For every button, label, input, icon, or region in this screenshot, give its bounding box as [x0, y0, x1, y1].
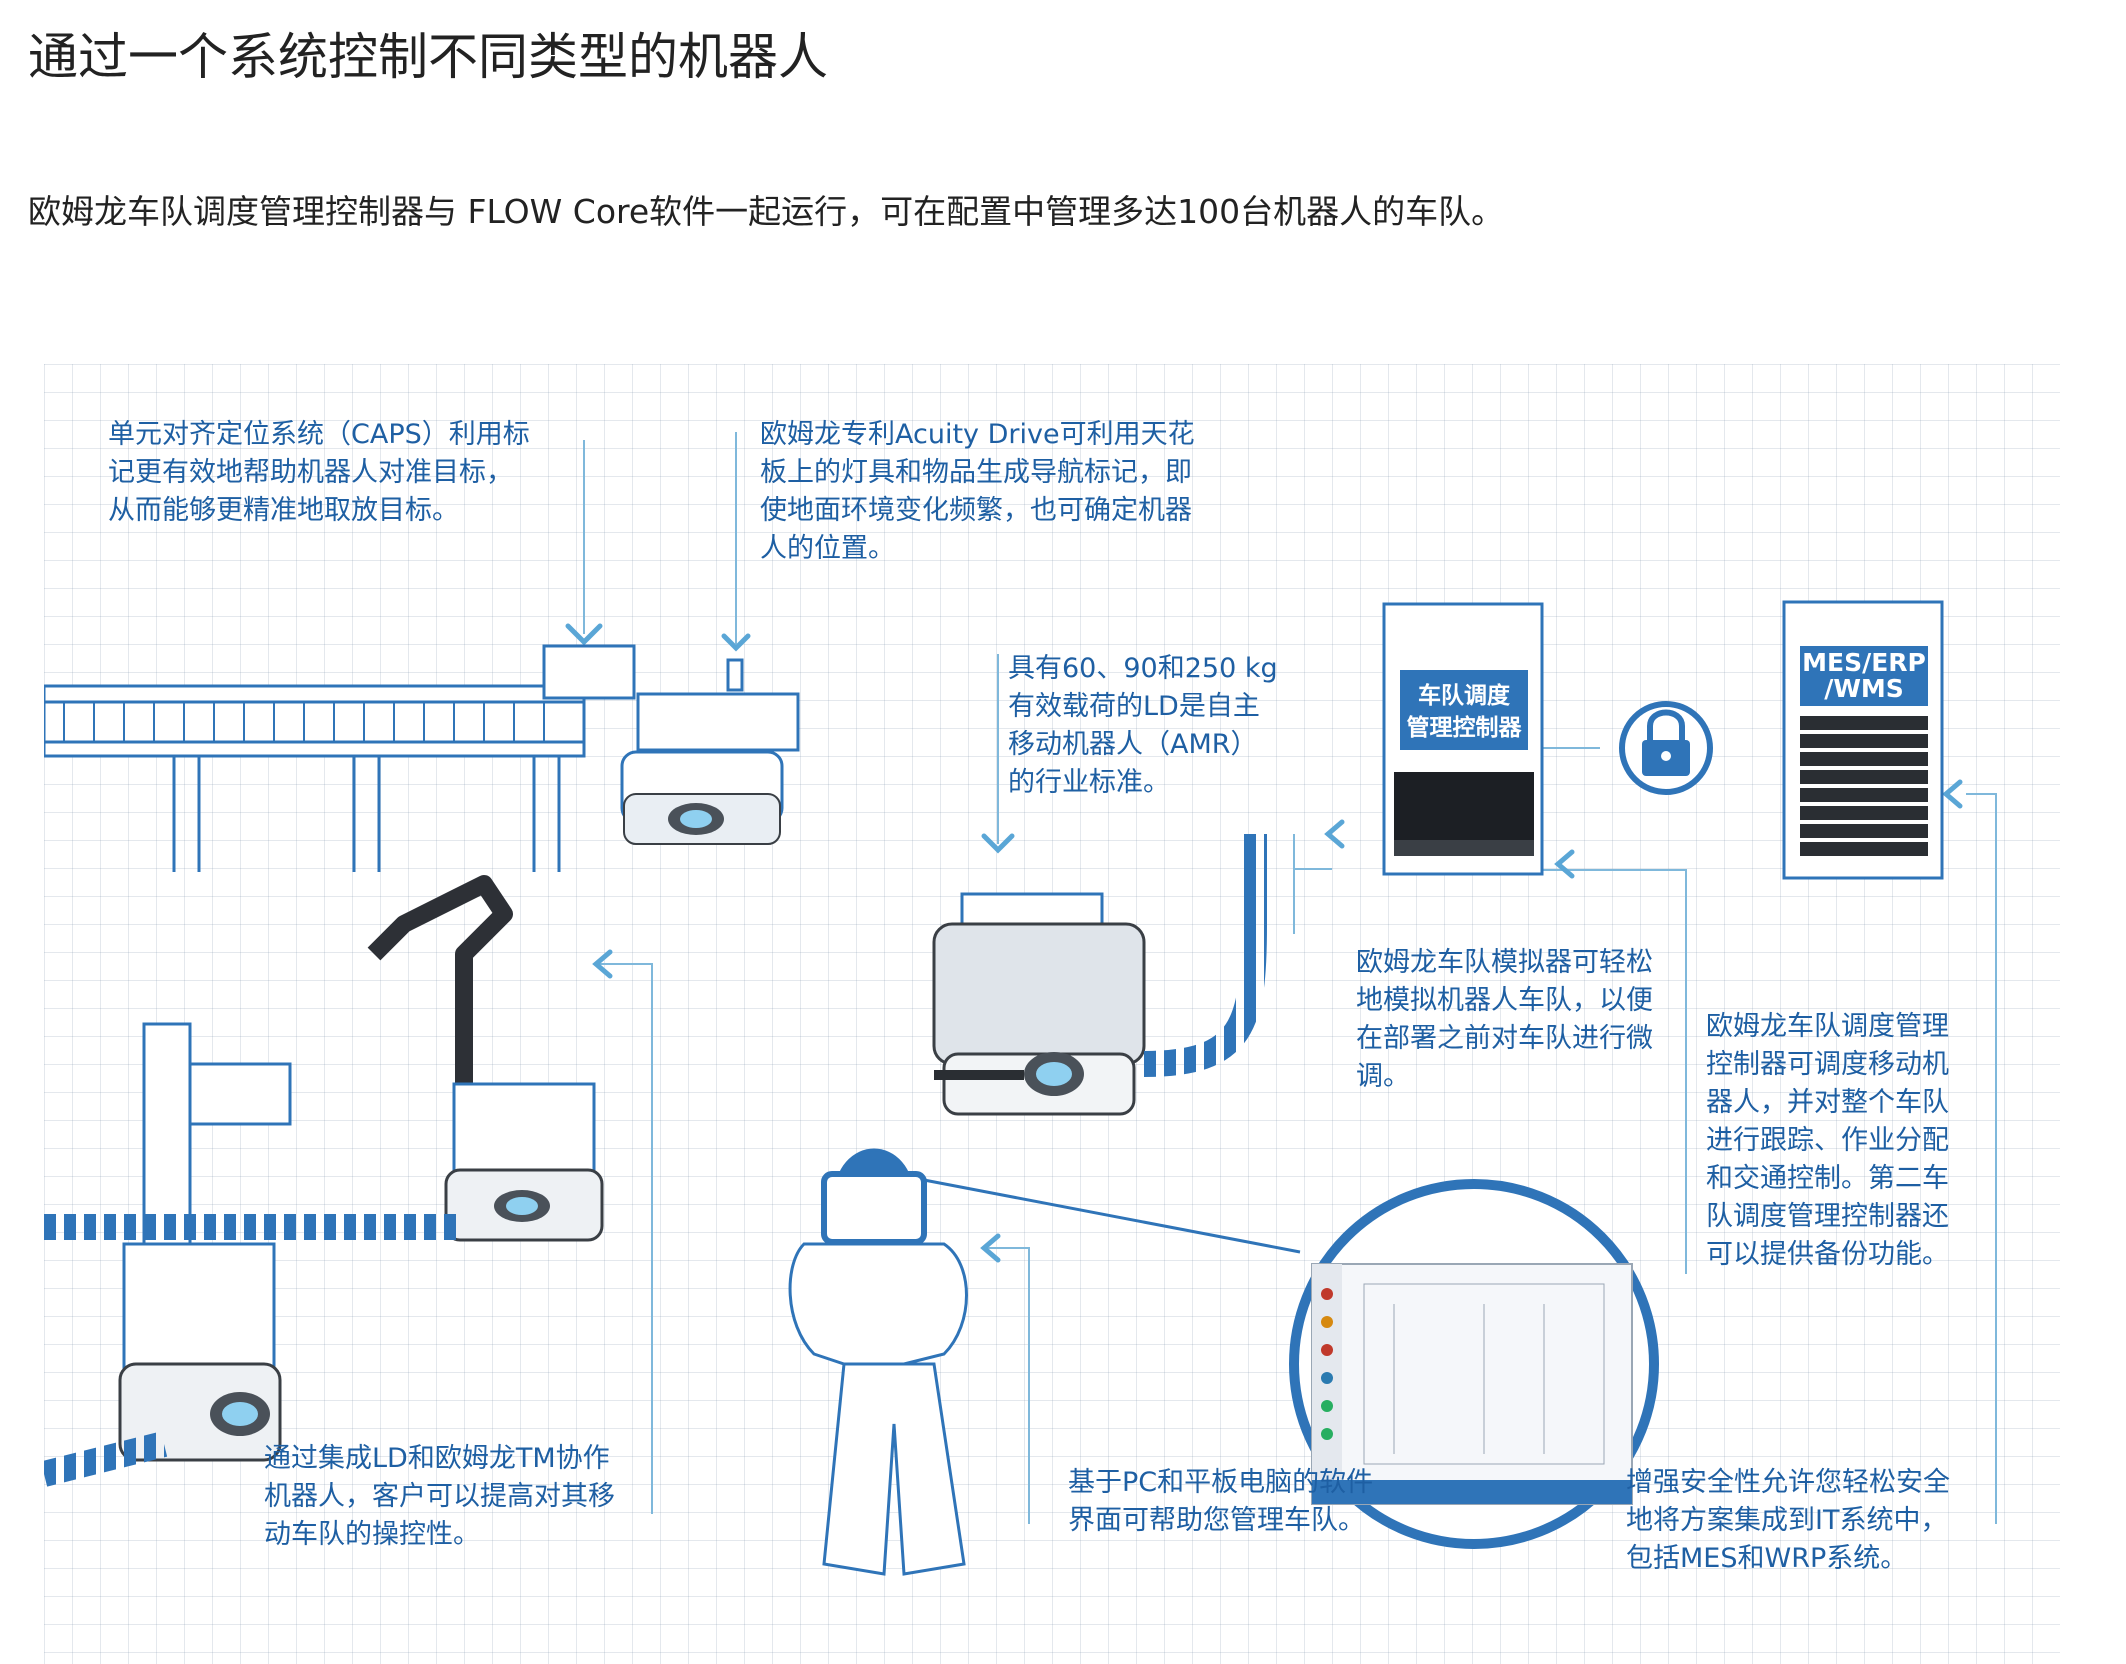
callout-ld-payload: 具有60、90和250 kg 有效载荷的LD是自主 移动机器人（AMR） 的行业… — [1008, 653, 1278, 798]
diagram-artwork — [44, 432, 1997, 1576]
operator-figure — [788, 1148, 968, 1576]
tablet-sight-line — [923, 1178, 1301, 1254]
callout-fleet-manager: 欧姆龙车队调度管理 控制器可调度移动机 器人，并对整个车队 进行跟踪、作业分配 … — [1706, 1011, 1949, 1270]
arrows — [565, 623, 1963, 1263]
callout-caps: 单元对齐定位系统（CAPS）利用标 记更有效地帮助机器人对准目标， 从而能够更精… — [108, 419, 530, 526]
callout-pc-tablet: 基于PC和平板电脑的软件 界面可帮助您管理车队。 — [1068, 1467, 1374, 1536]
left-chevron-icon — [1554, 849, 1575, 879]
down-arrow-icon — [565, 623, 603, 646]
padlock-icon — [1619, 701, 1713, 795]
ld-robot-payload — [932, 892, 1146, 1116]
ui-zoom-circle — [1289, 1179, 1659, 1549]
callout-tm-cobot: 通过集成LD和欧姆龙TM协作 机器人，客户可以提高对其移 动车队的操控性。 — [264, 1443, 615, 1550]
path-stripe — [1143, 834, 1267, 1077]
left-chevron-icon — [592, 949, 613, 979]
intro-text: 欧姆龙车队调度管理控制器与 FLOW Core软件一起运行，可在配置中管理多达1… — [28, 192, 1505, 231]
conveyor — [44, 644, 800, 872]
mes-erp-wms-label: MES/ERP /WMS — [1802, 648, 1926, 703]
callout-security: 增强安全性允许您轻松安全 地将方案集成到IT系统中， 包括MES和WRP系统。 — [1626, 1467, 1950, 1574]
ld-robot-small — [620, 750, 784, 845]
fleet-controller-cabinet — [1382, 602, 1544, 876]
callout-acuity-drive: 欧姆龙专利Acuity Drive可利用天花 板上的灯具和物品生成导航标记，即 … — [760, 419, 1195, 564]
system-diagram: 车队调度 管理控制器 MES/ERP /WMS 单元对齐定位系统（CAPS）利用… — [44, 364, 2060, 1664]
path-stripe — [44, 1214, 464, 1240]
left-chevron-icon — [1324, 819, 1345, 849]
page-title: 通过一个系统控制不同类型的机器人 — [28, 28, 828, 86]
callout-fleet-simulator: 欧姆龙车队模拟器可轻松 地模拟机器人车队，以便 在部署之前对车队进行微 调。 — [1356, 947, 1653, 1092]
left-chevron-icon — [1942, 779, 1963, 809]
tall-lift-robot — [118, 1022, 292, 1462]
mes-server-rack — [1782, 600, 1944, 880]
path-stripe — [44, 1431, 168, 1487]
tm-cobot-robot — [367, 875, 604, 1242]
controller-label: 车队调度 管理控制器 — [1406, 683, 1522, 741]
left-chevron-icon — [980, 1233, 1001, 1263]
down-arrow-icon — [721, 633, 751, 652]
down-arrow-icon — [981, 833, 1015, 854]
